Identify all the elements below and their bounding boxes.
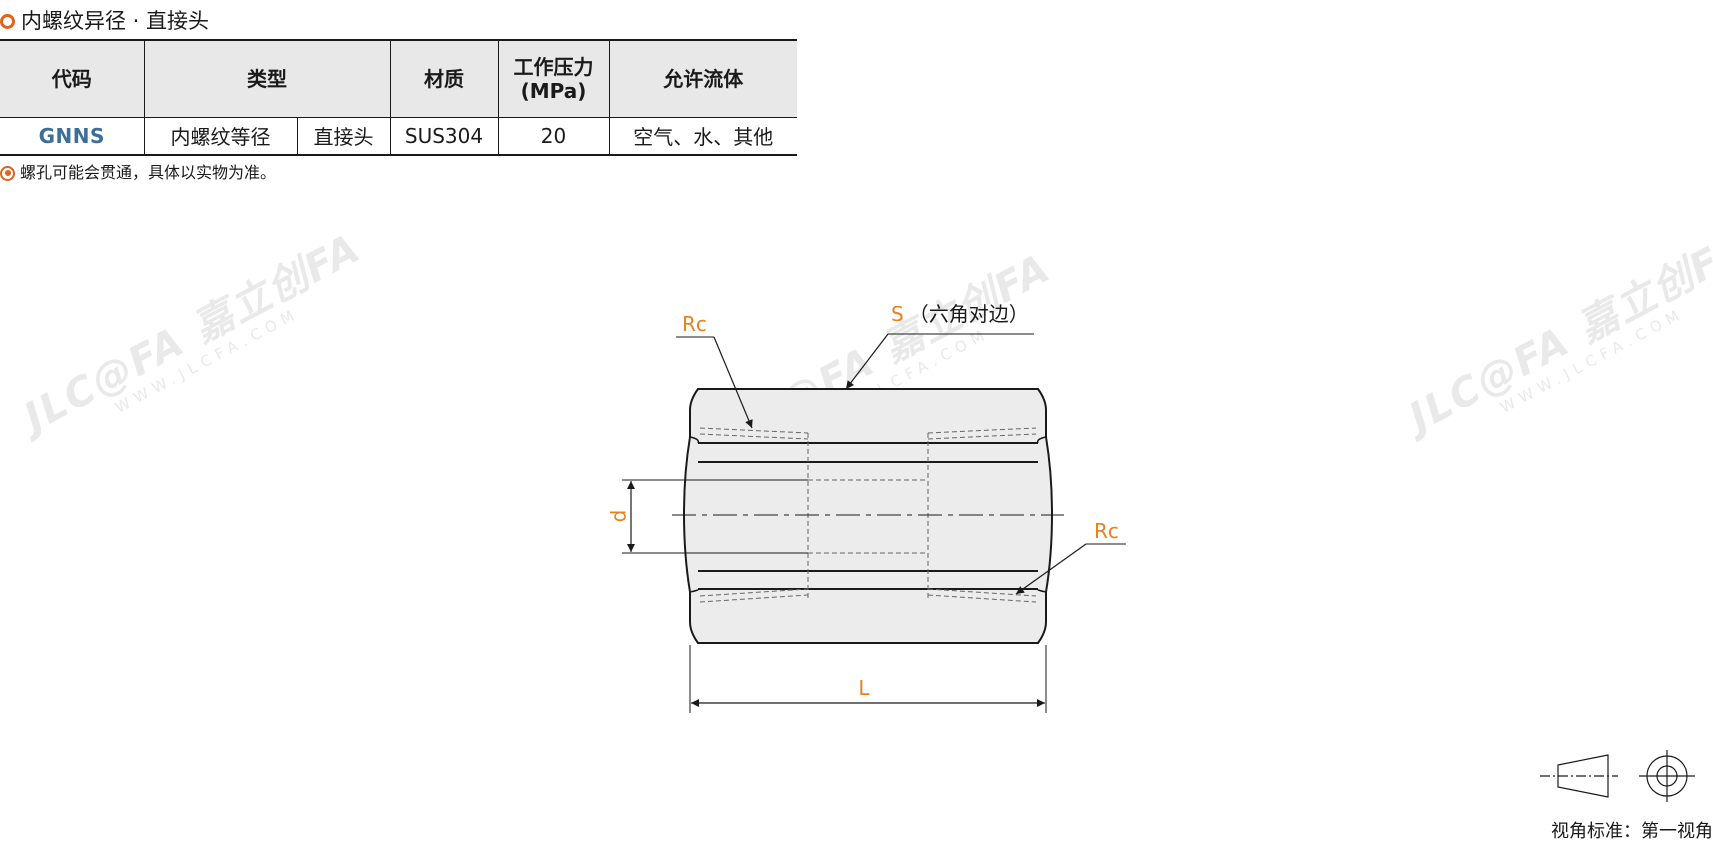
fitting-body xyxy=(682,388,1054,644)
target-bullet-icon xyxy=(0,165,15,181)
section-title: 内螺纹异径 · 直接头 xyxy=(0,6,209,36)
first-angle-projection-icon xyxy=(1540,750,1695,802)
note-text: 螺孔可能会贯通，具体以实物为准。 xyxy=(20,163,277,182)
col-header-fluid: 允许流体 xyxy=(608,39,797,118)
table-row: GNNS 内螺纹等径 直接头 SUS304 20 空气、水、其他 xyxy=(0,116,797,156)
cell-pressure: 20 xyxy=(497,116,610,156)
cell-code: GNNS xyxy=(0,116,145,156)
spec-table: 代码 类型 材质 工作压力 (MPa) 允许流体 GNNS 内螺纹等径 直接头 … xyxy=(0,39,797,156)
label-d: d xyxy=(607,510,631,523)
label-l: L xyxy=(858,676,870,700)
cell-type-secondary: 直接头 xyxy=(296,116,391,156)
section-title-text: 内螺纹异径 · 直接头 xyxy=(21,9,210,33)
label-s: S xyxy=(891,302,904,326)
circle-bullet-icon xyxy=(0,13,15,29)
col-header-material: 材质 xyxy=(389,39,499,118)
hidden-thread-lines xyxy=(699,427,1037,603)
label-s-group: S （六角对边） xyxy=(891,302,1029,326)
cell-material: SUS304 xyxy=(389,116,499,156)
col-header-code: 代码 xyxy=(0,39,145,118)
label-rc-top: Rc xyxy=(682,312,707,336)
label-rc-right: Rc xyxy=(1094,519,1119,543)
col-header-pressure-line1: 工作压力 xyxy=(513,54,594,79)
projection-standard-label: 视角标准：第一视角 xyxy=(1551,821,1713,842)
cell-fluid: 空气、水、其他 xyxy=(608,116,797,156)
cell-type-primary: 内螺纹等径 xyxy=(143,116,298,156)
table-header-row: 代码 类型 材质 工作压力 (MPa) 允许流体 xyxy=(0,39,797,118)
note: 螺孔可能会贯通，具体以实物为准。 xyxy=(0,162,276,184)
col-header-type: 类型 xyxy=(143,39,391,118)
label-s-note: （六角对边） xyxy=(909,302,1029,326)
col-header-pressure-line2: (MPa) xyxy=(520,78,587,103)
